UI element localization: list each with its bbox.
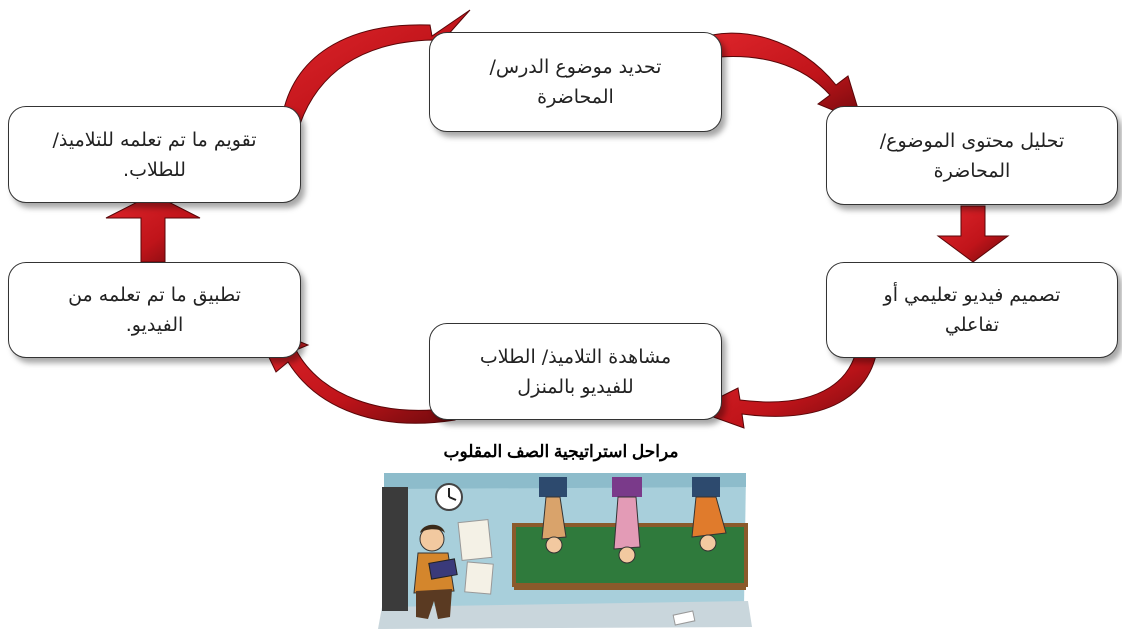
arrow-design-to-watch: [692, 329, 879, 429]
stage-watch: مشاهدة التلاميذ/ الطلاب للفيديو بالمنزل: [429, 323, 722, 420]
arrow-apply-to-evaluate: [105, 193, 201, 263]
stage-apply-label: تطبيق ما تم تعلمه من الفيديو.: [68, 284, 241, 336]
arrow-evaluate-to-topic: [281, 9, 471, 125]
arrow-analyze-to-design: [936, 205, 1010, 263]
flipped-classroom-cartoon-icon: [378, 473, 752, 629]
stage-analyze: تحليل محتوى الموضوع/ المحاضرة: [826, 106, 1118, 205]
stage-topic-label: تحديد موضوع الدرس/ المحاضرة: [489, 56, 662, 108]
diagram-caption: مراحل استراتيجية الصف المقلوب: [443, 442, 679, 461]
stage-analyze-label: تحليل محتوى الموضوع/ المحاضرة: [879, 129, 1065, 182]
stage-topic: تحديد موضوع الدرس/ المحاضرة: [429, 32, 722, 132]
stage-design-label: تصميم فيديو تعليمي أو تفاعلي: [883, 284, 1061, 336]
student-figures: [539, 477, 727, 564]
stage-apply: تطبيق ما تم تعلمه من الفيديو.: [8, 262, 301, 358]
stage-evaluate: تقويم ما تم تعلمه للتلاميذ/ للطلاب.: [8, 106, 301, 203]
stage-evaluate-label: تقويم ما تم تعلمه للتلاميذ/ للطلاب.: [52, 128, 257, 181]
stage-design: تصميم فيديو تعليمي أو تفاعلي: [826, 262, 1118, 358]
stage-watch-label: مشاهدة التلاميذ/ الطلاب للفيديو بالمنزل: [479, 345, 672, 398]
